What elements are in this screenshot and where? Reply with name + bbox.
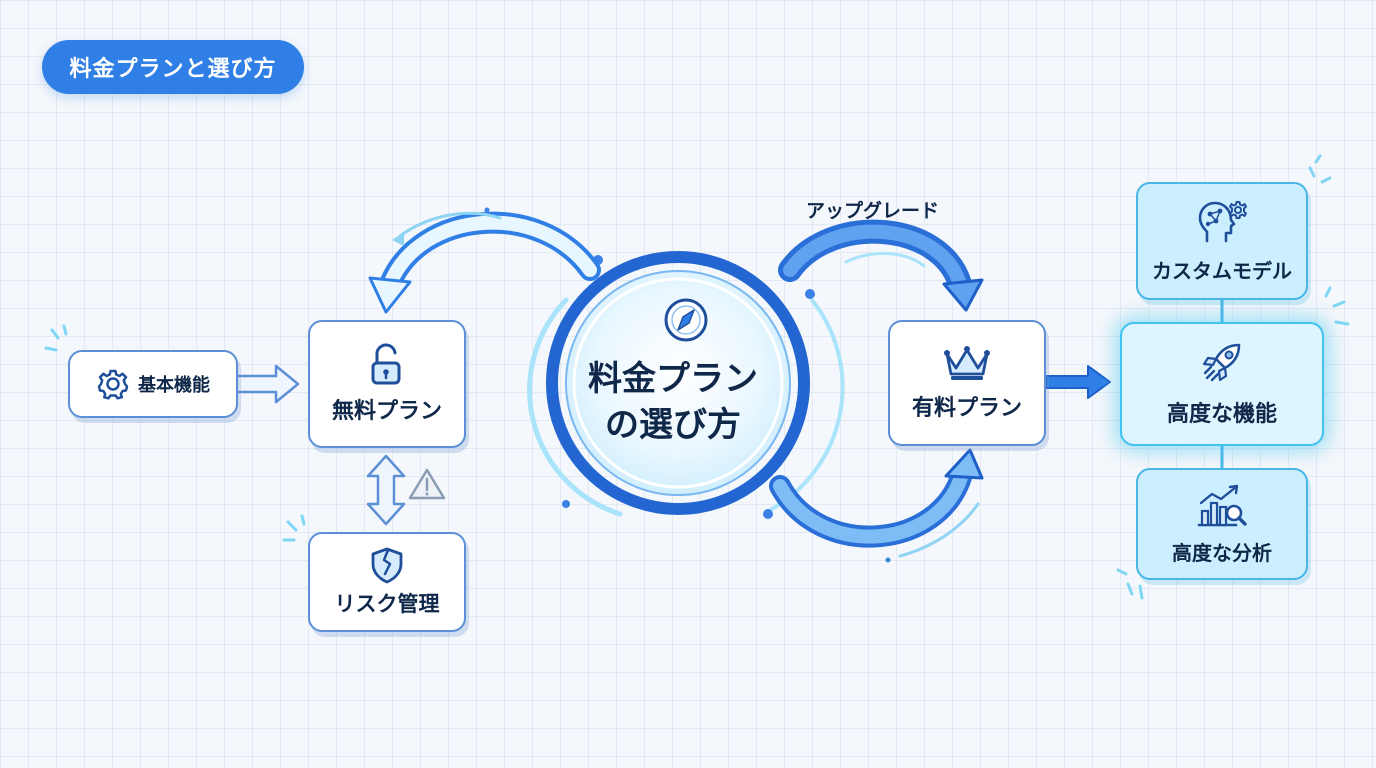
sparkle-decor <box>44 154 1350 600</box>
center-title-line2: の選び方 <box>605 405 741 445</box>
center-hub <box>546 251 810 515</box>
node-free-plan-label: 無料プラン <box>331 399 442 424</box>
upgrade-label: アップグレード <box>806 200 940 222</box>
node-basic-features[interactable]: 基本機能 <box>68 350 238 418</box>
node-advanced-features[interactable]: 高度な機能 <box>1120 322 1324 446</box>
center-title-line1: 料金プラン <box>588 359 758 399</box>
unlocked-padlock-icon <box>371 343 401 385</box>
node-risk-management[interactable]: リスク管理 <box>308 532 466 632</box>
arrow-upgrade-to-paid-plan <box>778 219 984 312</box>
arrow-center-to-paid-plan-lower <box>769 448 984 558</box>
decor-dot <box>885 557 891 563</box>
node-paid-plan[interactable]: 有料プラン <box>888 320 1046 446</box>
decor-arc-outer-right <box>768 298 845 512</box>
gear-icon <box>97 369 129 400</box>
decor-arc-outer-left <box>527 297 623 517</box>
page-title: 料金プランと選び方 <box>42 40 304 94</box>
broken-shield-icon <box>371 547 403 584</box>
node-paid-plan-label: 有料プラン <box>911 396 1022 421</box>
compass-icon <box>664 298 708 342</box>
decor-dot <box>562 500 570 508</box>
node-advanced-analytics[interactable]: 高度な分析 <box>1136 468 1308 580</box>
node-basic-features-label: 基本機能 <box>138 375 210 396</box>
double-arrow-free-risk <box>366 454 406 526</box>
warning-triangle-icon <box>408 468 446 500</box>
arrow-basic-to-free-plan <box>234 364 300 404</box>
node-free-plan[interactable]: 無料プラン <box>308 320 466 448</box>
node-advanced-analytics-label: 高度な分析 <box>1172 540 1272 565</box>
ai-head-gear-icon <box>1198 200 1247 242</box>
crown-icon <box>944 346 990 380</box>
node-advanced-features-label: 高度な機能 <box>1166 402 1277 427</box>
arrow-paid-to-advanced <box>1045 365 1111 399</box>
bar-chart-magnifier-icon <box>1197 484 1247 526</box>
node-custom-model[interactable]: カスタムモデル <box>1136 182 1308 300</box>
arrow-center-to-free-plan <box>368 211 601 314</box>
rocket-icon <box>1202 343 1241 382</box>
node-risk-management-label: リスク管理 <box>334 592 440 616</box>
decor-dot <box>763 509 773 519</box>
node-custom-model-label: カスタムモデル <box>1152 258 1292 283</box>
decor-dot <box>484 207 490 213</box>
center-title: 料金プラン の選び方 <box>568 356 778 448</box>
decor-dot <box>805 289 815 299</box>
